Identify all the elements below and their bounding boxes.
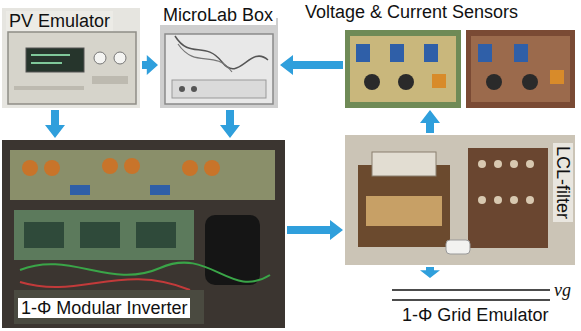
sensor-boards-photo [345,30,575,108]
block-arrow [142,55,158,75]
pv-emulator-photo [2,8,140,108]
grid-node: vg1-Φ Grid Emulator [385,280,575,329]
block-arrow [287,220,343,240]
node-label: PV Emulator [6,11,113,31]
block-arrow [45,110,65,138]
lcl-filter-photo [345,135,575,265]
block-arrow [280,55,343,75]
arrow-shape [287,220,343,240]
node-label: Voltage & Current Sensors [302,2,521,22]
node-label: vg [551,280,574,300]
grid-lines [392,290,550,300]
node-label: 1-Φ Grid Emulator [399,305,551,325]
node-label: 1-Φ Modular Inverter [18,298,190,318]
block-arrow [420,267,440,278]
arrow-shape [420,267,440,278]
arrow-shape [280,55,343,75]
photo-panel: Voltage & Current Sensors [345,30,575,108]
inverter-photo [2,140,285,328]
block-arrow [220,110,240,138]
arrow-shape [220,110,240,138]
arrow-shape [142,55,158,75]
photo-panel: LCL-filter [345,135,575,265]
photo-panel: PV Emulator [2,8,140,108]
arrow-shape [420,110,440,133]
node-label: MicroLab Box [160,5,276,25]
microlab-box-photo [160,18,278,108]
vertical-label: LCL-filter [553,143,573,222]
block-arrow [420,110,440,133]
photo-panel: 1-Φ Modular Inverter [2,140,285,328]
arrow-shape [45,110,65,138]
photo-panel: MicroLab Box [160,18,278,108]
